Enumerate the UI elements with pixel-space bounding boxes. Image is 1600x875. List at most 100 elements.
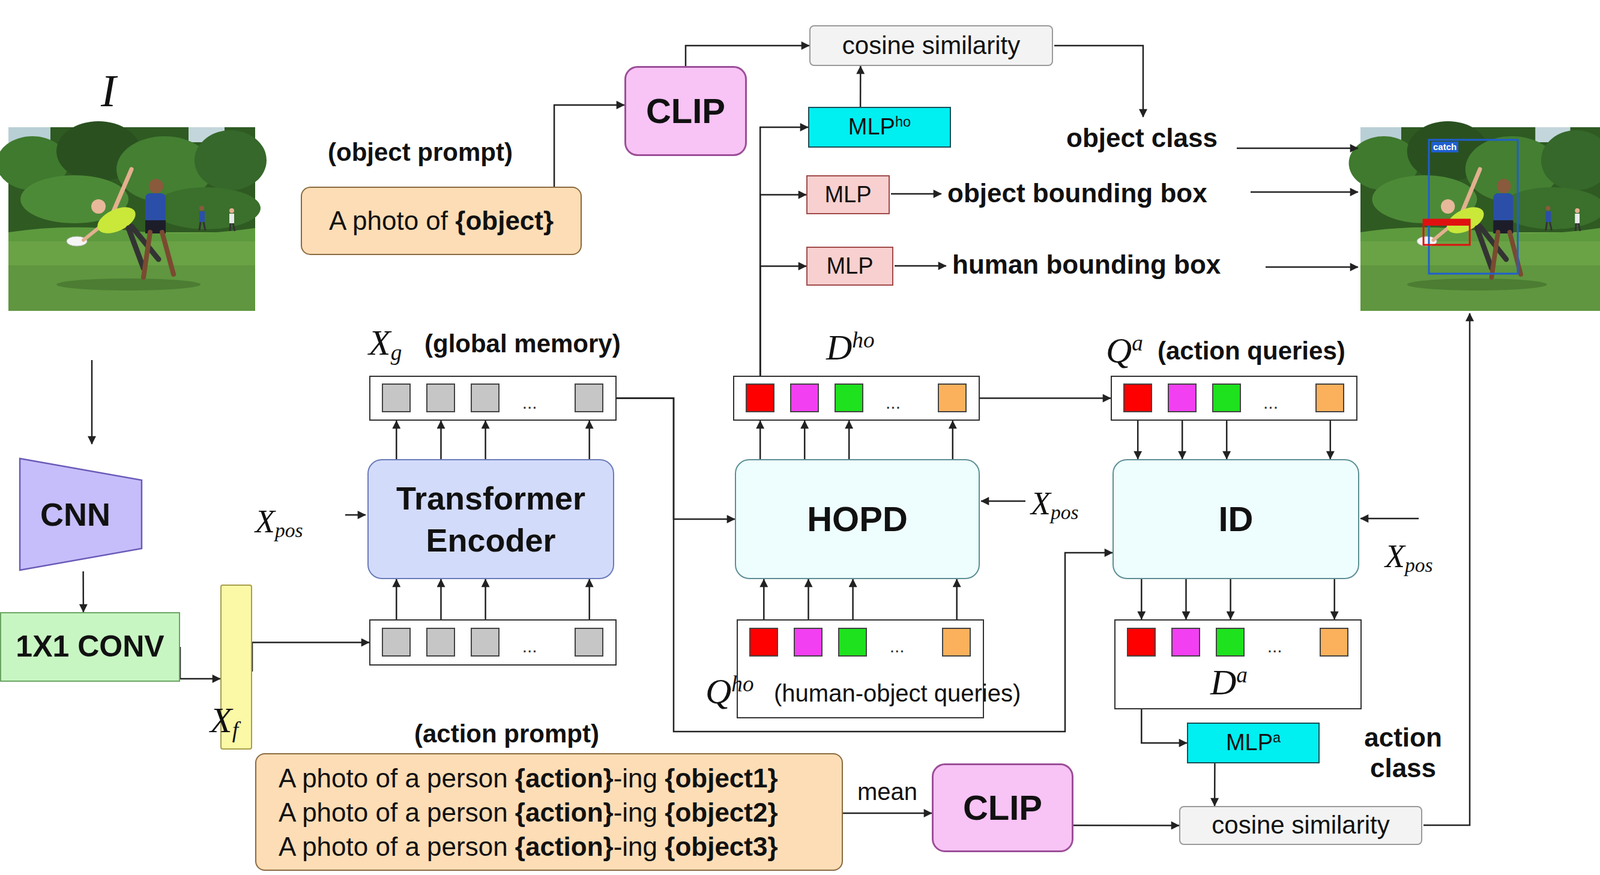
node-label: CLIP xyxy=(963,788,1043,829)
leader-arrow xyxy=(345,514,366,517)
free-label: object bounding box xyxy=(947,178,1208,209)
token-square xyxy=(574,383,604,413)
connector-line xyxy=(588,420,591,460)
token-row: ... xyxy=(369,619,617,666)
node-heading: Xg xyxy=(368,322,402,367)
node-heading: (human-object queries) xyxy=(773,679,1021,708)
query-row: Qa(action queries)... xyxy=(1110,375,1358,421)
placeholder: {action} xyxy=(515,832,614,862)
connector-line xyxy=(252,643,370,672)
node-label: ID xyxy=(1218,499,1254,540)
token-square xyxy=(793,627,823,657)
connector xyxy=(616,398,735,520)
connector-line xyxy=(395,579,398,620)
prompt-box: (object prompt)A photo of {object} xyxy=(300,186,582,256)
node-label: A photo of a person {action}-ing {object… xyxy=(278,829,779,864)
cnn-block: CNN xyxy=(18,457,143,572)
connector xyxy=(1137,420,1331,460)
node-label: CNN xyxy=(40,495,111,534)
connector-line xyxy=(1073,824,1180,827)
free-label: Xpos xyxy=(1030,485,1079,525)
connector xyxy=(82,571,84,613)
node-label: CLIP xyxy=(646,91,726,132)
leader-arrow xyxy=(1360,518,1419,520)
connector-line xyxy=(440,579,442,620)
connector-line xyxy=(616,398,735,520)
connector xyxy=(396,579,589,620)
connector xyxy=(396,420,589,460)
node-heading: (global memory) xyxy=(424,329,621,359)
connector-line xyxy=(842,812,932,815)
node-heading: Dho xyxy=(826,327,875,369)
text-part: Q xyxy=(1105,330,1132,371)
query-row: Dho... xyxy=(733,375,980,421)
connector-line xyxy=(685,45,810,67)
text-index: pos xyxy=(1404,554,1434,577)
connector xyxy=(860,66,861,107)
connector-line xyxy=(1141,709,1187,744)
connector-line xyxy=(803,420,806,460)
leader-arrows xyxy=(91,45,1470,826)
free-label: object class xyxy=(1066,123,1218,154)
mlp-box: MLP xyxy=(806,246,894,286)
similarity-box: cosine similarity xyxy=(809,25,1054,67)
text-index: a xyxy=(1131,330,1144,356)
token-square xyxy=(790,383,819,413)
free-label: catch xyxy=(1431,141,1459,153)
object-box-tag xyxy=(1423,219,1470,226)
leader-arrow xyxy=(894,265,947,268)
connector-line xyxy=(82,571,85,613)
free-label: Xpos xyxy=(255,503,304,543)
placeholder: {action} xyxy=(515,797,614,828)
token-square xyxy=(941,627,971,657)
token-square xyxy=(745,383,775,413)
token-square xyxy=(834,383,864,413)
leader-arrow xyxy=(890,193,942,196)
text-index: ho xyxy=(851,327,875,353)
input-image xyxy=(0,121,267,311)
free-label: human bounding box xyxy=(952,249,1221,281)
token-square xyxy=(381,627,411,657)
connector-line xyxy=(760,127,809,376)
node-label: Transformer Encoder xyxy=(380,477,601,562)
text-index: ho xyxy=(731,671,754,697)
node-heading: Qho xyxy=(705,671,755,713)
leader-arrow xyxy=(1054,45,1144,118)
text-part: X xyxy=(368,323,391,363)
text-part: X xyxy=(1030,485,1051,522)
connector-line xyxy=(1225,420,1228,460)
token-square xyxy=(1123,383,1153,413)
connector-line xyxy=(1140,579,1143,620)
token-row: Xg(global memory)... xyxy=(369,375,617,421)
token-square xyxy=(1319,627,1349,657)
clip-box: CLIP xyxy=(931,763,1074,853)
query-row: ...Qho(human-object queries) xyxy=(736,619,985,719)
connector-line xyxy=(1185,579,1187,620)
ellipsis: ... xyxy=(1263,393,1279,412)
placeholder: {object} xyxy=(455,205,554,236)
token-square xyxy=(1315,383,1345,413)
feature-map: Xf xyxy=(220,584,253,750)
token-square xyxy=(749,627,779,657)
mlp-box: MLPho xyxy=(808,106,951,148)
connector-line xyxy=(759,420,762,460)
leader-arrow xyxy=(1236,147,1359,150)
ellipsis: ... xyxy=(889,637,905,656)
connector xyxy=(760,266,807,377)
decoder-block: HOPD xyxy=(734,459,980,580)
connector xyxy=(1141,579,1335,620)
node-label: cosine similarity xyxy=(842,31,1021,61)
text-index: ho xyxy=(895,114,911,130)
token-square xyxy=(426,627,456,657)
connector-line xyxy=(760,195,807,377)
connector-line xyxy=(1137,420,1139,460)
connector-line xyxy=(763,579,765,620)
connector-line xyxy=(1229,579,1232,620)
placeholder: {object2} xyxy=(664,797,778,828)
ellipsis: ... xyxy=(1267,637,1283,656)
connector xyxy=(685,45,810,67)
edge-label: mean xyxy=(854,778,920,806)
connector-line xyxy=(395,420,398,460)
connector xyxy=(1073,825,1180,827)
